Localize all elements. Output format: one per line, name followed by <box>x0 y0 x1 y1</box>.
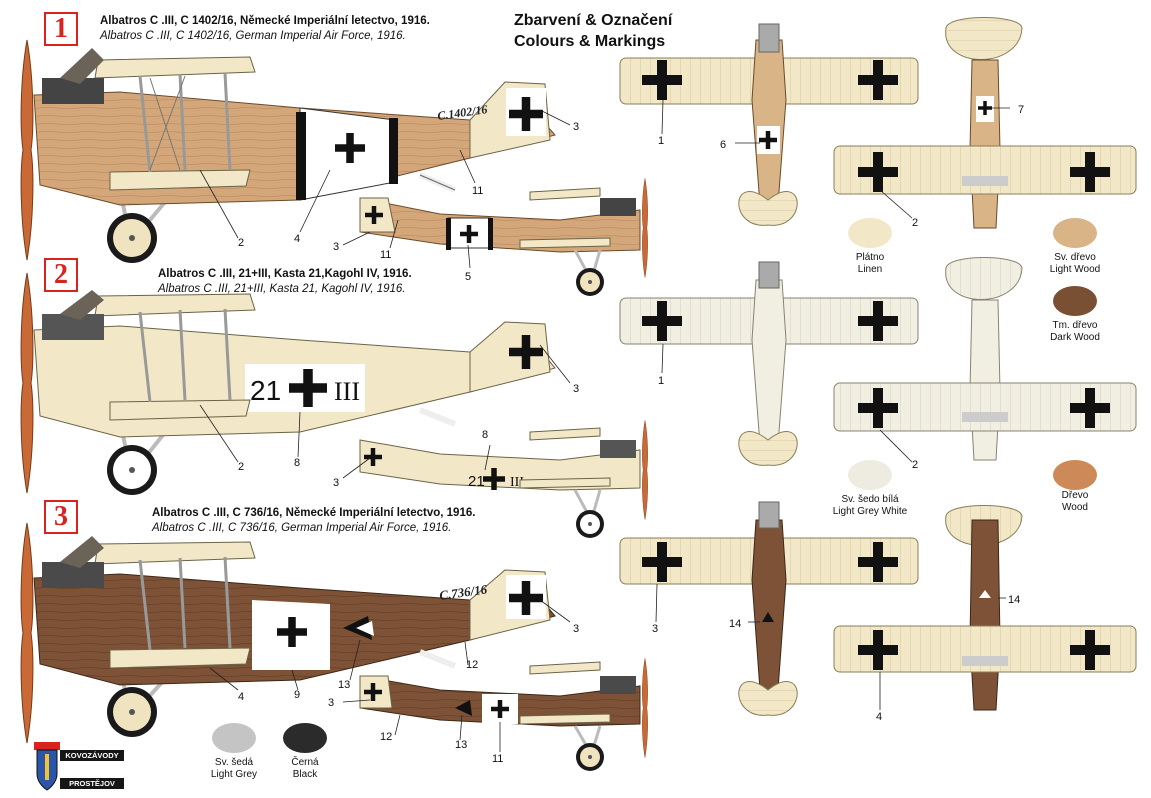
scheme-2-caption: Albatros C .III, 21+III, Kasta 21,Kagohl… <box>158 267 412 297</box>
swatch-light-grey-white <box>848 460 892 490</box>
scheme-3-number: 3 <box>44 500 78 534</box>
callout-8-small: 8 <box>482 429 488 441</box>
callout-4-s3-bottom: 4 <box>876 711 882 723</box>
scheme-3-bottom-view <box>833 505 1137 711</box>
callout-10: 11 <box>492 753 503 765</box>
callout-5: 5 <box>465 271 471 283</box>
swatch-light-grey <box>212 723 256 753</box>
scheme-1-side-view-small <box>359 178 648 296</box>
logo-line-1: KOVOZÁVODY <box>60 750 124 761</box>
scheme-2-code-b: III <box>334 377 360 406</box>
swatch-wood <box>1053 460 1097 490</box>
scheme-1-side-view: C.1402/16 <box>20 39 556 263</box>
scheme-3-title-cz: Albatros C .III, C 736/16, Německé Imper… <box>152 507 476 519</box>
scheme-3-serial: C.736/16 <box>438 581 488 603</box>
shield-icon <box>34 742 60 791</box>
scheme-1-number: 1 <box>44 12 78 46</box>
callout-3-s3-top: 3 <box>652 623 658 635</box>
callout-3-s2: 3 <box>573 383 579 395</box>
callout-3-s3: 3 <box>573 623 579 635</box>
callout-8: 8 <box>294 457 300 469</box>
scheme-3-caption: Albatros C .III, C 736/16, Německé Imper… <box>152 506 475 536</box>
callout-3-s2-small: 3 <box>333 477 339 489</box>
callout-2-s2-bottom: 2 <box>912 459 918 471</box>
scheme-3-top-view <box>619 501 919 716</box>
callout-1-s2: 1 <box>658 375 664 387</box>
callout-14-bottom: 14 <box>1008 594 1020 606</box>
page-heading: Zbarvení & Označení Colours & Markings <box>514 10 672 52</box>
callout-13-small: 13 <box>455 739 467 751</box>
scheme-2-side-view-small: 21 III <box>359 420 648 538</box>
callout-3-small: 3 <box>333 241 339 253</box>
callout-7: 7 <box>1018 104 1024 116</box>
callout-6: 6 <box>720 139 726 151</box>
callout-11-small: 11 <box>380 249 391 261</box>
scheme-1-title-cz: Albatros C .III, C 1402/16, Německé Impe… <box>100 15 430 27</box>
scheme-2-title-en: Albatros C .III, 21+III, Kasta 21, Kagoh… <box>158 283 406 295</box>
swatch-light-wood <box>1053 218 1097 248</box>
callout-12: 12 <box>466 659 478 671</box>
scheme-1-top-view <box>619 23 919 226</box>
callout-3: 3 <box>573 121 579 133</box>
callout-4-s3: 4 <box>238 691 244 703</box>
callout-9: 9 <box>294 689 300 701</box>
callout-13: 13 <box>338 679 350 691</box>
scheme-2-number: 2 <box>44 258 78 292</box>
swatch-linen <box>848 218 892 248</box>
callout-12-small: 12 <box>380 731 392 743</box>
scheme-1-serial: C.1402/16 <box>436 102 488 123</box>
scheme-3-side-view: C.736/16 <box>20 522 556 744</box>
scheme-2-code-a: 21 <box>250 375 281 406</box>
svg-text:21: 21 <box>468 473 485 490</box>
callout-2: 2 <box>238 237 244 249</box>
callout-11: 11 <box>472 185 483 197</box>
callout-14: 14 <box>729 618 741 630</box>
colour-swatches <box>212 218 1097 753</box>
heading-en: Colours & Markings <box>514 33 666 50</box>
callout-3-s3-small: 3 <box>328 697 334 709</box>
swatch-dark-wood <box>1053 286 1097 316</box>
scheme-3-title-en: Albatros C .III, C 736/16, German Imperi… <box>152 522 452 534</box>
callout-2-bottom: 2 <box>912 217 918 229</box>
scheme-2-title-cz: Albatros C .III, 21+III, Kasta 21,Kagohl… <box>158 268 412 280</box>
kovozavody-logo: KOVOZÁVODY PROSTĚJOV <box>34 742 126 792</box>
callout-leaders <box>199 99 1010 752</box>
scheme-3-side-view-small <box>359 658 648 771</box>
callout-2-s2: 2 <box>238 461 244 473</box>
scheme-2-side-view: 21 III <box>20 272 556 495</box>
scheme-1-caption: Albatros C .III, C 1402/16, Německé Impe… <box>100 14 430 44</box>
swatch-black <box>283 723 327 753</box>
scheme-2-bottom-view <box>833 257 1137 461</box>
logo-line-2: PROSTĚJOV <box>60 778 124 789</box>
callout-1: 1 <box>658 135 664 147</box>
scheme-2-top-view <box>619 261 919 466</box>
callout-numbers: 3 2 4 11 11 3 5 1 6 2 7 3 2 8 3 8 1 2 3 … <box>238 104 1024 765</box>
scheme-1-bottom-view <box>833 17 1137 229</box>
heading-cz: Zbarvení & Označení <box>514 12 673 29</box>
scheme-1-title-en: Albatros C .III, C 1402/16, German Imper… <box>100 30 406 42</box>
callout-4: 4 <box>294 233 300 245</box>
